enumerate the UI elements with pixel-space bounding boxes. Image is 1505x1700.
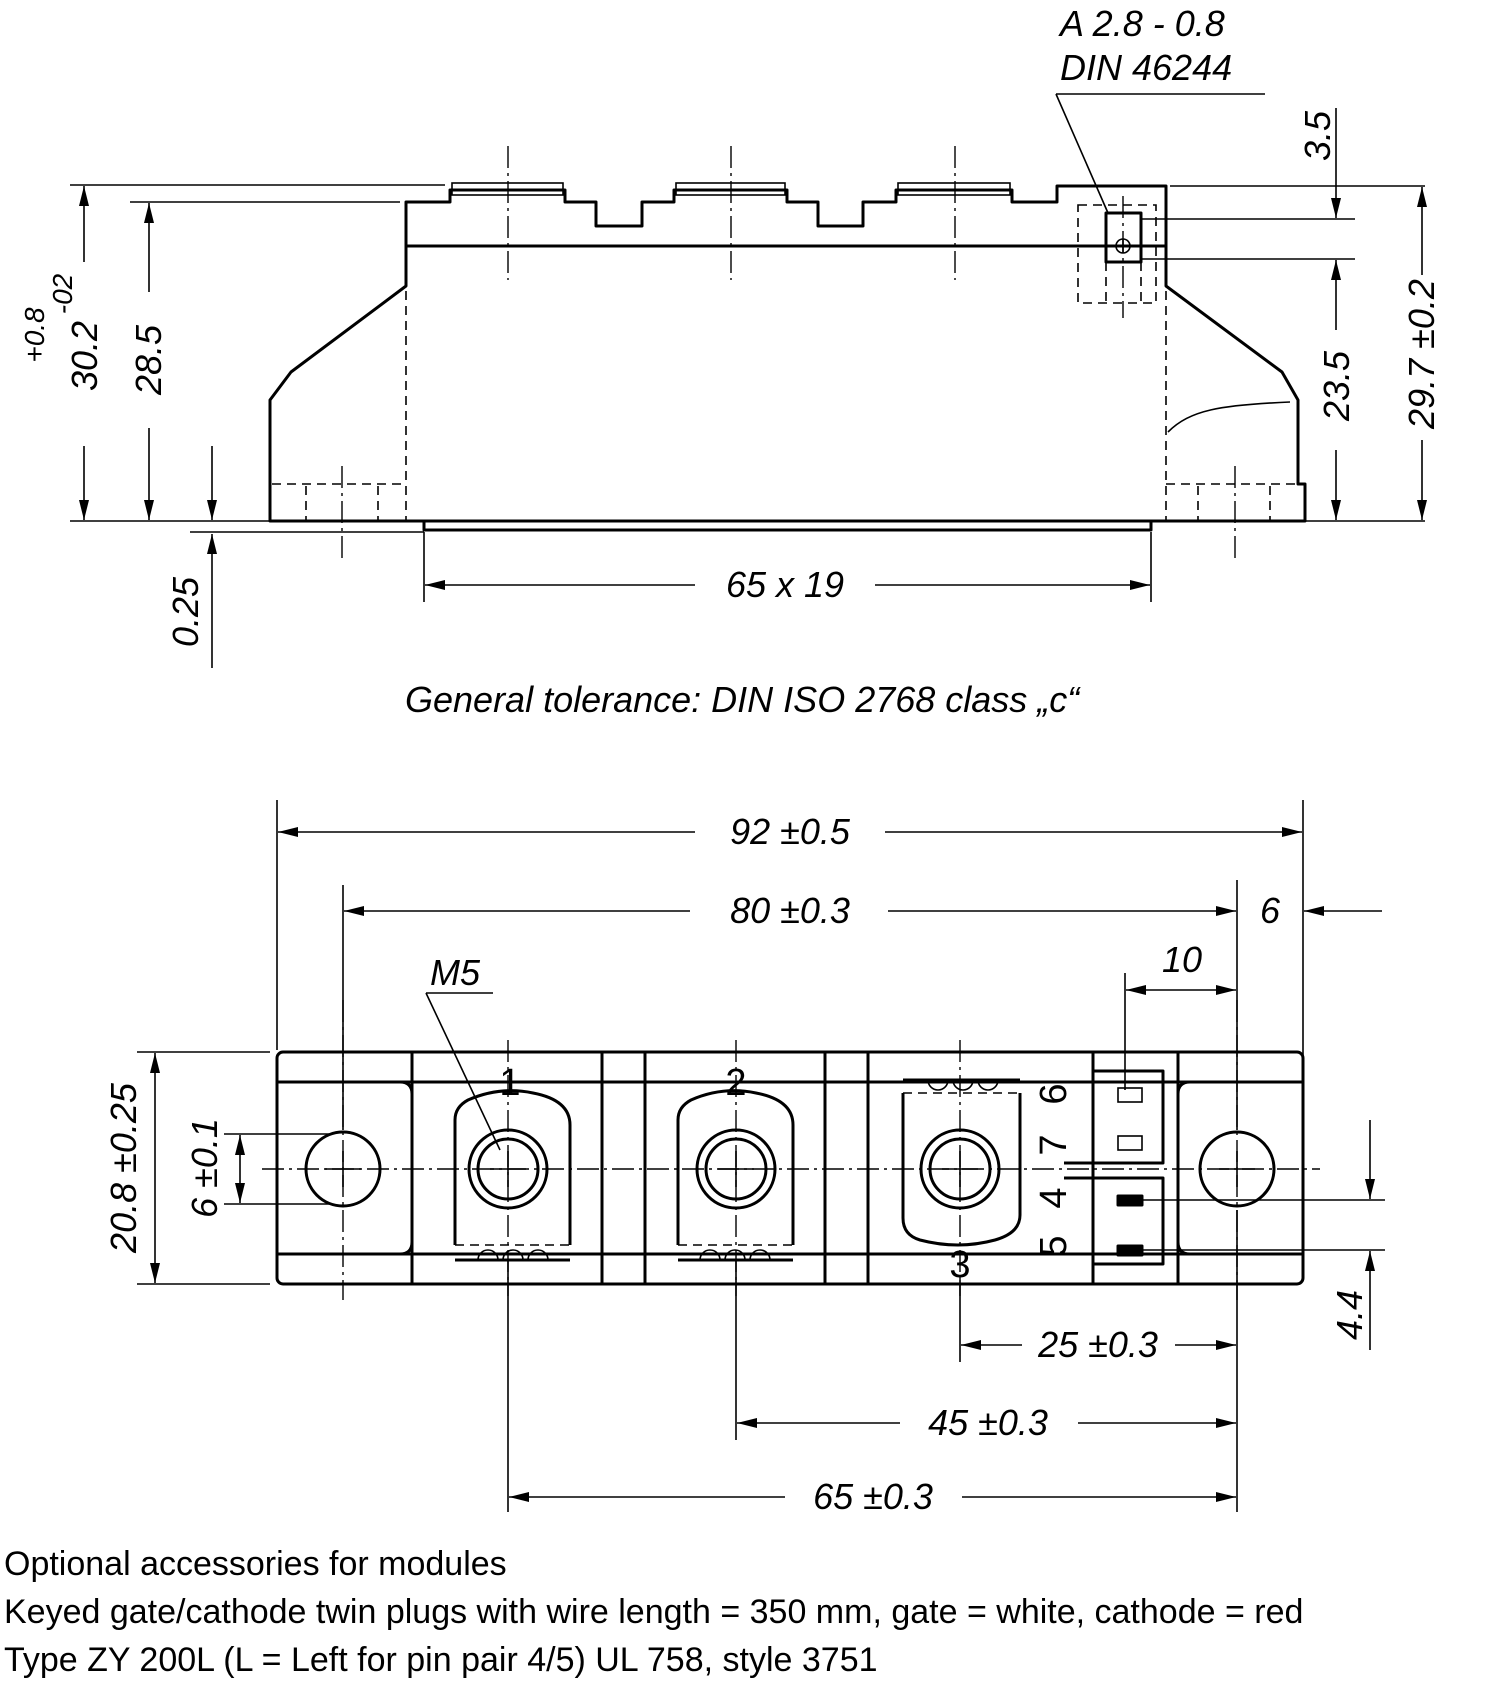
dim-pin-spacing: 10 [1162, 939, 1202, 980]
note-plugs: Keyed gate/cathode twin plugs with wire … [4, 1593, 1304, 1631]
dim-edge: 6 [1260, 890, 1281, 931]
terminal-1-tab [453, 1089, 572, 1245]
dim-holes: 80 ±0.3 [730, 890, 850, 931]
dim-baseplate: 65 x 19 [726, 564, 844, 605]
terminal-label-2: 2 [725, 1062, 746, 1104]
tab-spec-line1: A 2.8 - 0.8 [1058, 3, 1225, 44]
dim-tab-23-5: 23.5 [1316, 350, 1357, 422]
technical-drawing: A 2.8 - 0.8 DIN 46244 30.2 +0.8 -02 28.5… [19, 3, 1442, 1517]
dim-tab-3-5: 3.5 [1297, 110, 1338, 161]
dim-tol-lower: -02 [47, 273, 78, 314]
pin-label-4: 4 [1033, 1187, 1075, 1208]
dim-height-total: 30.2 [64, 321, 105, 391]
tab-spec-line2: DIN 46244 [1060, 47, 1232, 88]
module-body-outline [268, 184, 1307, 523]
dim-center: 6 ±0.1 [184, 1118, 225, 1218]
dim-height-body: 28.5 [128, 324, 169, 396]
surface-curve [1167, 401, 1291, 433]
pin-label-5: 5 [1033, 1235, 1075, 1256]
dim-length: 92 ±0.5 [730, 811, 851, 852]
dim-baseplate-gap: 0.25 [165, 576, 206, 647]
top-view: 1 2 3 6 7 4 5 M5 92 ±0.5 80 ±0.3 6 [103, 800, 1385, 1517]
pin-label-7: 7 [1033, 1134, 1075, 1155]
terminal-label-1: 1 [499, 1062, 520, 1104]
m5-leader-line [425, 992, 501, 1151]
dim-65: 65 ±0.3 [813, 1476, 933, 1517]
leader-line [1055, 93, 1109, 214]
dim-25: 25 ±0.3 [1037, 1324, 1158, 1365]
dim-height-right: 29.7 ±0.2 [1401, 279, 1442, 430]
note-type: Type ZY 200L (L = Left for pin pair 4/5)… [4, 1641, 878, 1679]
terminal-compartment-2 [643, 1050, 827, 1286]
control-pin-area [1091, 1050, 1180, 1286]
terminal-compartment-1 [410, 1050, 604, 1286]
dim-tol-upper: +0.8 [19, 307, 50, 363]
right-mounting-ear [1176, 1080, 1303, 1256]
left-mounting-ear [277, 1080, 414, 1256]
accessory-notes: Optional accessories for modules Keyed g… [4, 1540, 1303, 1684]
terminal-label-3: 3 [949, 1244, 970, 1286]
tolerance-note: General tolerance: DIN ISO 2768 class „c… [405, 679, 1081, 720]
pin-label-6: 6 [1033, 1083, 1075, 1104]
dim-45: 45 ±0.3 [928, 1402, 1048, 1443]
control-pins [1064, 1069, 1165, 1266]
terminal-3-tab [901, 1093, 1022, 1247]
side-view: A 2.8 - 0.8 DIN 46244 30.2 +0.8 -02 28.5… [19, 3, 1442, 668]
thread-label: M5 [430, 952, 481, 993]
terminal-2-tab [676, 1089, 795, 1245]
hidden-tab [1077, 204, 1157, 304]
note-title: Optional accessories for modules [4, 1545, 507, 1583]
dim-width: 20.8 ±0.25 [103, 1082, 144, 1254]
dim-pin-offset: 4.4 [1329, 1290, 1370, 1340]
base-plate [422, 519, 1153, 532]
